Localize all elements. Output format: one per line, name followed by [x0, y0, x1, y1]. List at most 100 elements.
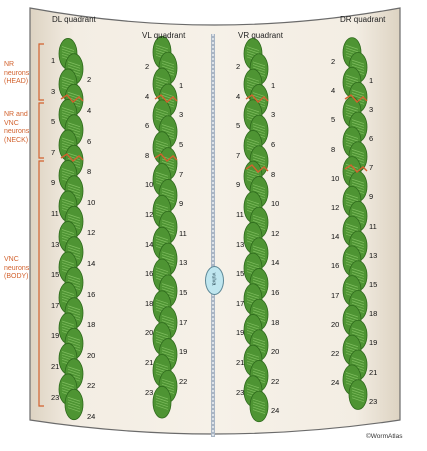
cell-number: 18	[145, 298, 154, 308]
muscle-striation	[345, 342, 359, 348]
muscle-striation	[252, 66, 266, 72]
muscle-striation	[252, 398, 266, 404]
muscle-striation	[161, 224, 175, 230]
cell-number: 14	[331, 232, 340, 242]
cell-number: 21	[51, 362, 60, 371]
cell-number: 22	[179, 376, 188, 386]
muscle-striation	[67, 213, 81, 219]
muscle-striation	[155, 362, 169, 368]
muscle-striation	[161, 288, 175, 294]
muscle-striation	[161, 254, 175, 259]
cell-number: 23	[236, 387, 245, 397]
muscle-striation	[155, 394, 169, 400]
muscle-striation	[155, 333, 169, 339]
muscle-striation	[351, 151, 365, 157]
muscle-striation	[252, 306, 266, 312]
muscle-striation	[161, 256, 175, 262]
muscle-striation	[61, 353, 75, 359]
cell-number: 1	[179, 80, 184, 90]
muscle-striation	[246, 322, 260, 327]
muscle-striation	[155, 108, 169, 113]
muscle-striation	[61, 170, 75, 176]
muscle-striation	[155, 269, 169, 275]
cell-number: 4	[87, 105, 92, 115]
muscle-striation	[252, 312, 266, 317]
muscle-striation	[155, 299, 169, 304]
muscle-striation	[61, 290, 75, 295]
muscle-striation	[252, 189, 266, 195]
cell-number: 10	[87, 197, 96, 207]
cell-number: 11	[51, 209, 59, 218]
muscle-striation	[155, 365, 169, 371]
cell-number: 24	[87, 411, 96, 421]
muscle-striation	[61, 381, 75, 387]
muscle-striation	[351, 119, 365, 124]
muscle-strand-2	[152, 35, 178, 419]
muscle-striation	[61, 229, 75, 234]
muscle-striation	[351, 208, 365, 214]
cell-number: 4	[145, 91, 150, 101]
muscle-striation	[61, 109, 75, 115]
muscle-striation	[61, 351, 75, 356]
cell-number: 16	[145, 269, 154, 279]
muscle-striation	[252, 401, 266, 407]
muscle-striation	[155, 47, 169, 52]
muscle-striation	[345, 104, 359, 110]
muscle-striation	[155, 171, 169, 177]
muscle-striation	[252, 406, 266, 412]
cell-number: 9	[236, 180, 241, 190]
muscle-striation	[67, 308, 81, 313]
cell-number: 2	[331, 57, 336, 66]
muscle-striation	[61, 46, 75, 51]
muscle-striation	[67, 341, 81, 346]
muscle-striation	[61, 137, 75, 143]
cell-number: 6	[145, 121, 150, 131]
cell-number: 5	[236, 121, 241, 131]
muscle-striation	[61, 231, 75, 237]
muscle-striation	[351, 92, 365, 97]
muscle-striation	[351, 357, 365, 362]
muscle-striation	[252, 214, 266, 220]
muscle-striation	[161, 129, 175, 135]
muscle-striation	[246, 168, 260, 174]
muscle-striation	[67, 219, 81, 224]
vulva-marker	[205, 266, 224, 295]
muscle-striation	[345, 196, 359, 201]
muscle-striation	[67, 188, 81, 194]
muscle-striation	[252, 276, 266, 281]
muscle-striation	[351, 89, 365, 95]
muscle-striation	[61, 384, 75, 389]
muscle-striation	[345, 372, 359, 377]
muscle-striation	[252, 340, 266, 345]
cell-number: 18	[369, 309, 378, 319]
muscle-striation	[252, 248, 266, 253]
muscle-striation	[67, 369, 81, 374]
muscle-striation	[155, 267, 169, 273]
muscle-striation	[246, 386, 260, 391]
muscle-striation	[252, 125, 266, 131]
muscle-striation	[161, 222, 175, 227]
muscle-striation	[345, 77, 359, 82]
muscle-striation	[246, 199, 260, 205]
cell-number: 5	[51, 117, 56, 127]
muscle-striation	[67, 402, 81, 407]
muscle-striation	[252, 122, 266, 128]
muscle-striation	[161, 383, 175, 389]
muscle-striation	[351, 392, 365, 397]
muscle-striation	[161, 92, 175, 97]
muscle-striation	[351, 389, 365, 395]
muscle-striation	[246, 76, 260, 82]
cell-number: 13	[236, 239, 245, 249]
cell-number: 9	[179, 199, 184, 209]
muscle-striation	[155, 203, 169, 209]
region-boundary-line	[154, 153, 178, 162]
cell-number: 23	[369, 396, 378, 406]
muscle-striation	[345, 226, 359, 231]
muscle-striation	[246, 48, 260, 54]
muscle-striation	[61, 292, 75, 298]
region-bracket-body	[38, 160, 44, 407]
region-boundary-line	[154, 94, 178, 103]
cell-number: 16	[331, 261, 340, 271]
muscle-striation	[61, 48, 75, 54]
